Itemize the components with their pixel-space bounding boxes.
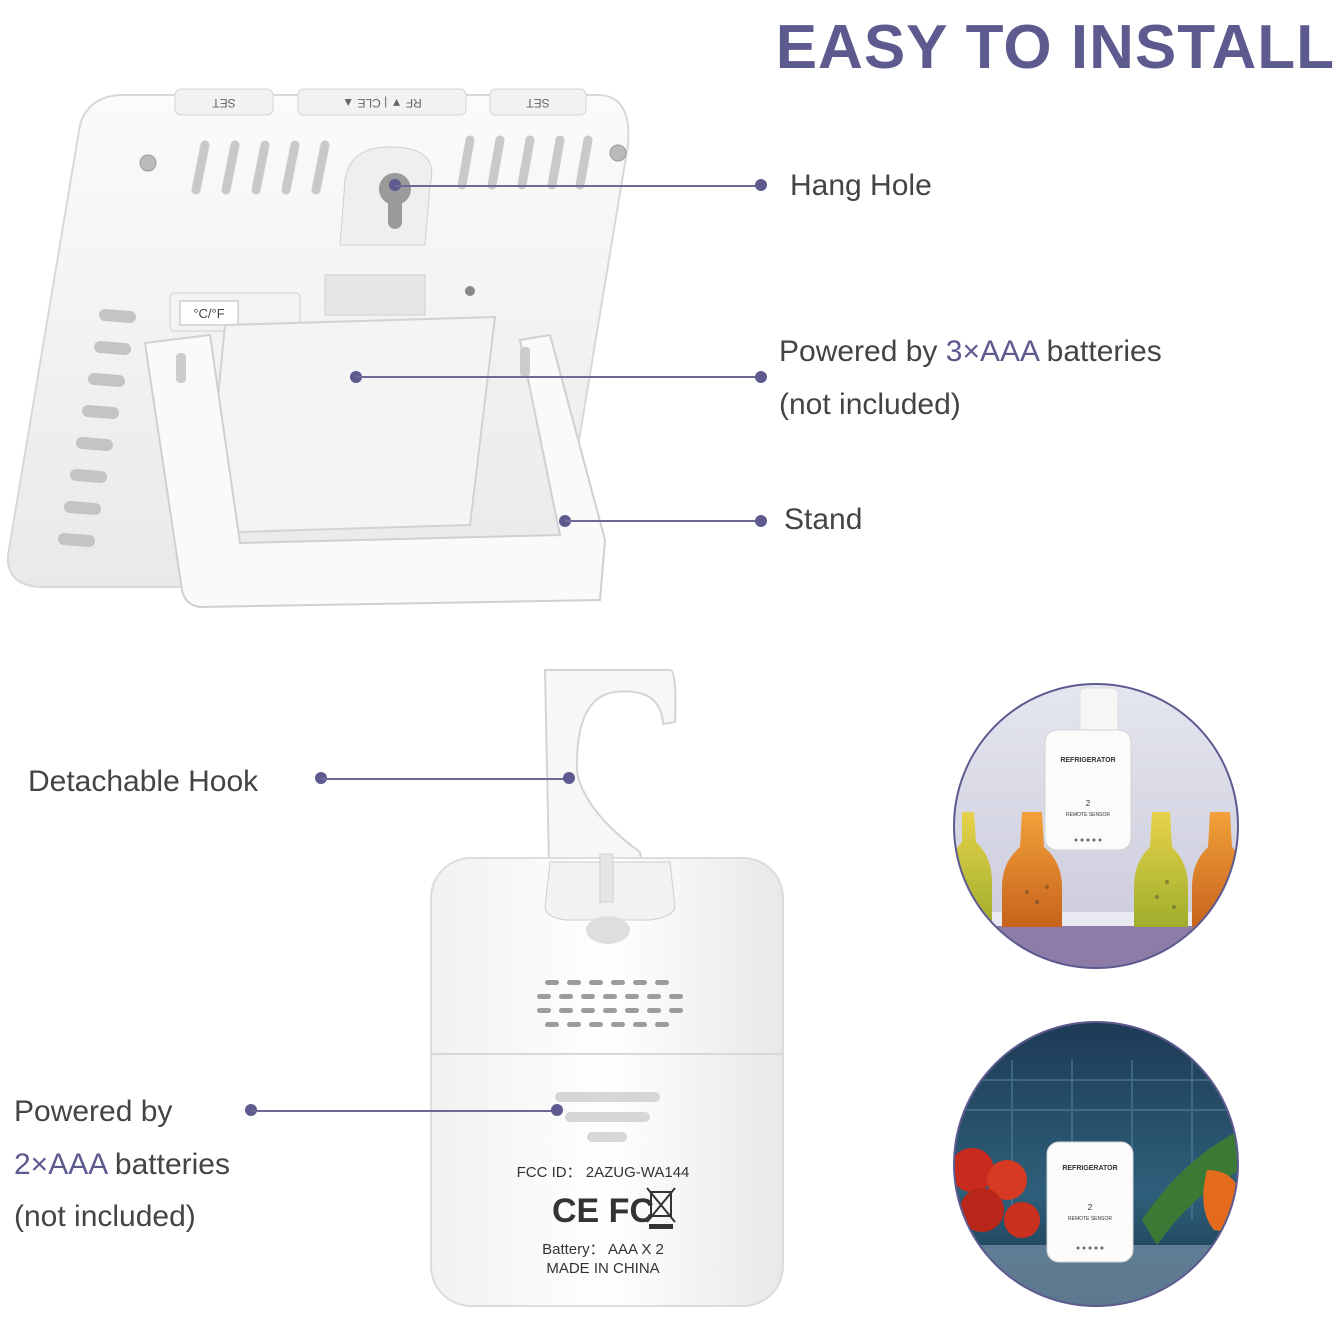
photo1-sensor-brand: REFRIGERATOR <box>1060 757 1115 764</box>
hang-hole-label-dot <box>755 179 767 191</box>
hang-hole-leader-line <box>395 185 761 187</box>
battery-main-prefix: Powered by <box>779 335 946 368</box>
hook-anchor-dot <box>563 772 575 784</box>
page-title: EASY TO INSTALL <box>775 13 1335 82</box>
hang-hole-label: Hang Hole <box>790 169 932 202</box>
unit-switch-label: °C/°F <box>193 306 224 321</box>
button-set-right-label: SET <box>526 96 550 110</box>
stand-leader-line <box>565 520 761 522</box>
battery-sensor-anchor-dot <box>551 1104 563 1116</box>
hook-leader-line <box>321 778 569 780</box>
battery-sensor-leader-line <box>251 1110 557 1112</box>
stand-label-dot <box>755 515 767 527</box>
photo1-sensor-channel: 2 <box>1086 799 1091 808</box>
battery-sensor-accent: 2×AAA <box>14 1147 107 1181</box>
weee-bin-icon <box>646 1187 676 1223</box>
battery-main-leader-line <box>356 376 761 378</box>
battery-main-suffix: batteries <box>1038 335 1162 368</box>
battery-sensor-prefix: Powered by <box>14 1095 173 1128</box>
display-unit-back: SET RF ▼ | CLE ▲ SET °C/°F <box>6 88 630 609</box>
sensor-battery-spec: Battery： AAA X 2 <box>542 1241 664 1258</box>
sensor-origin: MADE IN CHINA <box>546 1260 659 1277</box>
battery-main-accent: 3×AAA <box>945 335 1039 368</box>
button-set-left-label: SET <box>212 96 236 110</box>
battery-main-label-dot <box>755 371 767 383</box>
sensor-fcc-id: FCC ID： 2AZUG-WA144 <box>517 1164 690 1181</box>
remote-sensor-back: FCC ID： 2AZUG-WA144 CE FC Battery： AAA X… <box>430 669 784 1307</box>
stand-label: Stand <box>784 503 863 536</box>
battery-main-label: Powered by 3×AAA batteries (not included… <box>779 326 1162 431</box>
button-rf-cle-label: RF ▼ | CLE ▲ <box>342 96 422 110</box>
hook-label: Detachable Hook <box>28 765 259 798</box>
battery-sensor-label: Powered by 2×AAA batteries (not included… <box>14 1086 230 1244</box>
battery-main-note: (not included) <box>779 387 961 421</box>
photo1-sensor-subtitle: REMOTE SENSOR <box>1066 812 1110 818</box>
fridge-drawer-photo: REFRIGERATOR 2 REMOTE SENSOR <box>953 1021 1239 1307</box>
photo2-sensor-subtitle: REMOTE SENSOR <box>1068 1216 1112 1222</box>
sensor-cert-marks: CE FC <box>552 1192 654 1230</box>
battery-sensor-note: (not included) <box>14 1200 196 1233</box>
fridge-door-photo: REFRIGERATOR 2 REMOTE SENSOR <box>953 683 1239 969</box>
battery-sensor-suffix: batteries <box>106 1147 230 1181</box>
photo2-sensor-channel: 2 <box>1088 1203 1093 1212</box>
photo2-sensor-brand: REFRIGERATOR <box>1062 1165 1117 1172</box>
